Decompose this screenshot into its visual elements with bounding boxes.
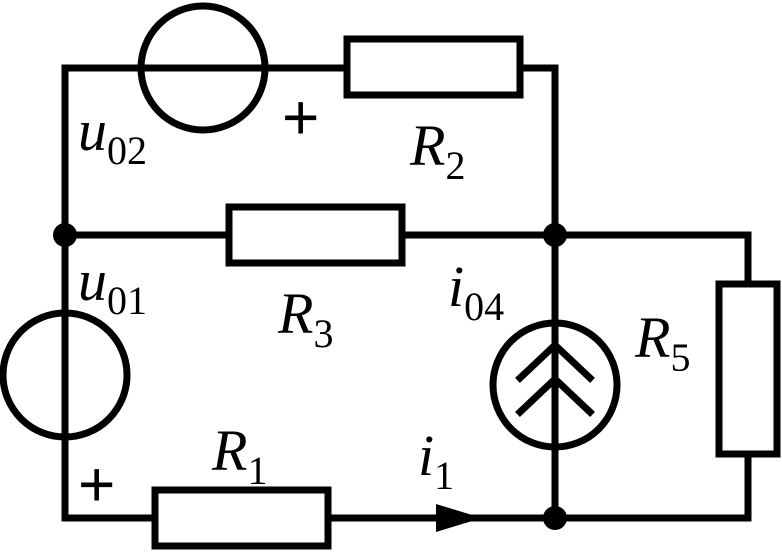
current-arrow-i1: [436, 504, 482, 532]
label-u01-sub: 01: [107, 278, 147, 323]
label-u01: u01: [78, 248, 147, 323]
label-i1-sub: 1: [434, 453, 454, 498]
wires: [61, 64, 752, 522]
label-i1: i1: [418, 423, 454, 498]
label-r2-main: R: [409, 113, 445, 178]
label-r3: R3: [277, 281, 333, 356]
label-r1: R1: [211, 418, 267, 493]
label-i04-sub: 04: [464, 284, 504, 329]
label-u02-sub: 02: [107, 128, 147, 173]
current-source-chevron-upper: [515, 340, 595, 383]
label-r2: R2: [409, 113, 465, 188]
label-r2-sub: 2: [445, 143, 465, 188]
node-center-middle: [543, 223, 567, 247]
resistor-r5: [715, 280, 781, 458]
label-i04: i04: [448, 254, 504, 329]
label-i1-main: i: [418, 423, 434, 488]
label-u02: u02: [78, 98, 147, 173]
label-r3-sub: 3: [313, 311, 333, 356]
label-r1-main: R: [211, 418, 247, 483]
label-r3-main: R: [277, 281, 313, 346]
plus-sign-u02: +: [282, 81, 319, 153]
resistor-r2: [343, 35, 524, 99]
label-r1-sub: 1: [247, 448, 267, 493]
label-i04-main: i: [448, 254, 464, 319]
node-center-bottom: [543, 506, 567, 530]
label-r5-sub: 5: [670, 335, 690, 380]
resistor-r3: [225, 203, 406, 267]
resistor-r1: [151, 486, 332, 550]
label-r5-main: R: [634, 305, 670, 370]
current-source-chevron-lower: [515, 374, 595, 417]
label-u01-main: u: [78, 248, 107, 313]
label-u02-main: u: [78, 98, 107, 163]
node-left-middle: [53, 223, 77, 247]
label-r5: R5: [634, 305, 690, 380]
plus-sign-u01: +: [78, 448, 115, 520]
